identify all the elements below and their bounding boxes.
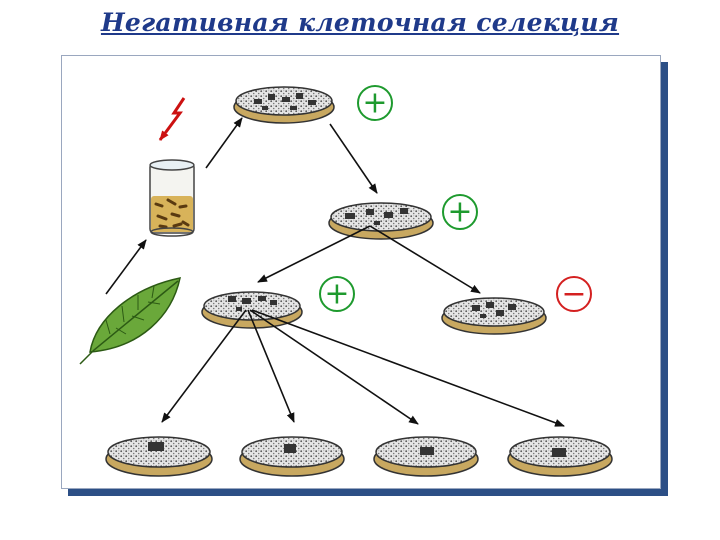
- plus-sign-label: +: [324, 277, 349, 312]
- petri-dish-bottom-3: [373, 436, 479, 477]
- page-title: Негативная клеточная селекция: [100, 8, 620, 37]
- arrow-left-to-bottom-3: [249, 309, 419, 425]
- petri-dish-top: [233, 86, 335, 124]
- arrow-leaf-to-tube: [105, 239, 147, 295]
- plus-sign-top: +: [357, 85, 393, 121]
- plus-sign-label: +: [447, 195, 472, 230]
- petri-dish-bottom-1: [105, 436, 213, 477]
- plus-sign-label: +: [362, 86, 387, 121]
- arrow-middle-to-left-dish: [257, 225, 371, 283]
- radiation-arrow-icon: [158, 97, 186, 141]
- plus-sign-left: +: [319, 276, 355, 312]
- diagram-frame: [61, 55, 661, 489]
- arrow-tube-to-top-dish: [205, 117, 243, 169]
- arrow-left-to-bottom-1: [161, 309, 247, 423]
- petri-dish-right: [441, 297, 547, 335]
- arrow-left-to-bottom-2: [247, 309, 295, 423]
- petri-dish-middle: [328, 202, 434, 240]
- minus-sign-right: −: [556, 276, 592, 312]
- petri-dish-bottom-4: [507, 436, 613, 477]
- arrow-top-to-middle-dish: [329, 123, 378, 194]
- arrow-middle-to-right-dish: [369, 225, 481, 294]
- leaf-icon: [79, 277, 181, 365]
- test-tube-icon: [149, 159, 195, 237]
- minus-sign-label: −: [561, 277, 586, 312]
- petri-dish-bottom-2: [239, 436, 345, 477]
- plus-sign-middle: +: [442, 194, 478, 230]
- arrow-left-to-bottom-4: [251, 309, 565, 427]
- process-arrows: [105, 117, 565, 427]
